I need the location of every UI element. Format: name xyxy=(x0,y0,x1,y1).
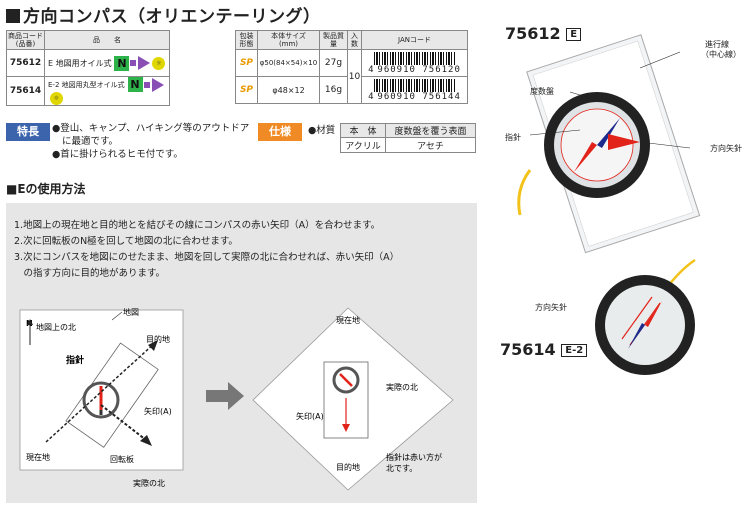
model-badge: E xyxy=(566,28,582,41)
cover-material: アセチ xyxy=(385,137,476,153)
r-target-label: 目的地 xyxy=(336,462,360,472)
n-badge: N xyxy=(127,77,143,92)
table-row: 75614 E-2 地図用丸型オイル式 N ☼ xyxy=(6,76,170,106)
features-text: ●登山、キャンプ、ハイキング等のアウトドア に最適です。 ●首に掛けられるヒモ付… xyxy=(52,123,250,160)
right-arrow-icon xyxy=(151,77,164,92)
page-title: 方向コンパス（オリエンテーリング） xyxy=(6,2,321,27)
label-dial: 度数盤 xyxy=(530,87,554,96)
product-code: 75614 xyxy=(6,76,45,106)
header-code: 商品コード (品番) xyxy=(6,30,45,50)
material-table: 本 体 度数盤を覆う表面 アクリル アセチ xyxy=(339,123,476,153)
barcode-cell: 4 960910 756144 xyxy=(361,76,468,104)
weight-value: 27g xyxy=(319,49,348,77)
table-row: SP φ50(84×54)×10 27g 10 4 960910 756120 xyxy=(235,49,468,104)
product-code: 75612 xyxy=(6,49,45,77)
barcode-cell: 4 960910 756120 xyxy=(361,49,468,77)
oil-icon: ☼ xyxy=(152,56,166,70)
product-name: E 地図用オイル式 xyxy=(48,58,112,68)
dial-label: 回転板 xyxy=(110,454,134,464)
usage-diagram: 地図 N 地図上の北 指針 目的地 矢印(A) 現在地 回転板 実際の北 現在地… xyxy=(19,307,454,491)
header-weight: 製品質量 xyxy=(319,30,348,50)
arrow-shaft xyxy=(130,60,137,66)
r-arrow-label: 矢印(A) xyxy=(296,411,324,421)
target-label: 目的地 xyxy=(146,334,170,344)
spec-tag: 仕様 xyxy=(258,123,302,141)
current-label: 現在地 xyxy=(26,452,50,462)
arrow-shaft xyxy=(143,81,150,88)
needle-icon xyxy=(597,118,620,148)
features-tag: 特長 xyxy=(6,123,50,141)
jan-prefix: 4 xyxy=(368,64,375,75)
map-label: 地図 xyxy=(123,307,139,317)
label-direction-arrow: 方向矢針 xyxy=(710,144,742,153)
label-e2-arrow: 方向矢針 xyxy=(535,303,567,312)
table-row: 75612 E 地図用オイル式 N ☼ xyxy=(6,49,170,77)
jan-code: 960910 756144 xyxy=(377,91,461,102)
header-name: 品 名 xyxy=(44,30,170,50)
next-arrow-icon xyxy=(206,382,244,410)
direction-arrow-icon xyxy=(608,134,640,150)
product-e-code: 75612 E xyxy=(505,24,582,43)
oil-icon: ☼ xyxy=(50,92,63,105)
product-name-table: 商品コード (品番) 品 名 75612 E 地図用オイル式 N ☼ 75614 … xyxy=(6,30,170,106)
product-name-cell: E 地図用オイル式 N ☼ xyxy=(44,49,170,77)
model-badge: E-2 xyxy=(561,344,588,357)
label-needle: 指針 xyxy=(505,133,521,142)
compass-e-image xyxy=(517,34,701,254)
r-note-line2: 北です。 xyxy=(386,464,417,473)
body-material: アクリル xyxy=(339,137,387,153)
north-arrow-icon xyxy=(27,319,33,325)
needle-label: 指針 xyxy=(66,354,84,366)
header-pack: 包装 形態 xyxy=(235,30,258,50)
barcode-icon xyxy=(373,78,456,92)
header-size: 本体サイズ (mm) xyxy=(257,30,320,50)
arrow-a-label: 矢印(A) xyxy=(144,406,172,416)
true-north-label: 実際の北 xyxy=(133,478,165,488)
label-travel-line: 進行線 （中心線） xyxy=(701,40,741,59)
jan-prefix: 4 xyxy=(368,91,375,102)
header-jan: JANコード xyxy=(361,30,468,50)
header-cover: 度数盤を覆う表面 xyxy=(385,123,476,138)
pack-type: SP xyxy=(235,76,258,104)
r-current-label: 現在地 xyxy=(336,315,360,325)
n-badge: N xyxy=(114,55,130,71)
r-note-line1: 指針は赤い方が xyxy=(386,452,442,462)
weight-value: 16g xyxy=(319,76,348,104)
product-name: E-2 地図用丸型オイル式 xyxy=(48,81,125,89)
jan-code: 960910 756120 xyxy=(377,64,461,75)
usage-title: ■Eの使用方法 xyxy=(6,182,86,196)
product-name-cell: E-2 地図用丸型オイル式 N ☼ xyxy=(44,76,170,106)
lanyard-icon xyxy=(517,169,532,216)
r-true-north-label: 実際の北 xyxy=(386,382,418,392)
needle-icon xyxy=(628,323,645,349)
product-e2-code: 75614 E-2 xyxy=(500,340,588,359)
right-arrow-icon xyxy=(138,56,151,70)
size-value: φ48×12 xyxy=(257,76,320,104)
size-value: φ50(84×54)×10 xyxy=(257,49,320,77)
table-row: SP φ48×12 16g 4 960910 756144 xyxy=(235,76,468,104)
header-body: 本 体 xyxy=(339,123,387,138)
pack-type: SP xyxy=(235,49,258,77)
map-north-label: 地図上の北 xyxy=(36,322,76,332)
usage-steps: 1.地図上の現在地と目的地とを結びその線にコンパスの赤い矢印（A）を合わせます。… xyxy=(14,220,400,279)
compass-e2-image xyxy=(595,258,696,375)
qty-value: 10 xyxy=(347,49,362,104)
header-qty: 入数 xyxy=(347,30,362,50)
table-row: アクリル アセチ xyxy=(339,137,476,153)
barcode-icon xyxy=(373,51,456,65)
material-label: ●材質 xyxy=(308,125,336,136)
spec-table: 包装 形態 本体サイズ (mm) 製品質量 入数 JANコード SP φ50(8… xyxy=(235,30,468,104)
